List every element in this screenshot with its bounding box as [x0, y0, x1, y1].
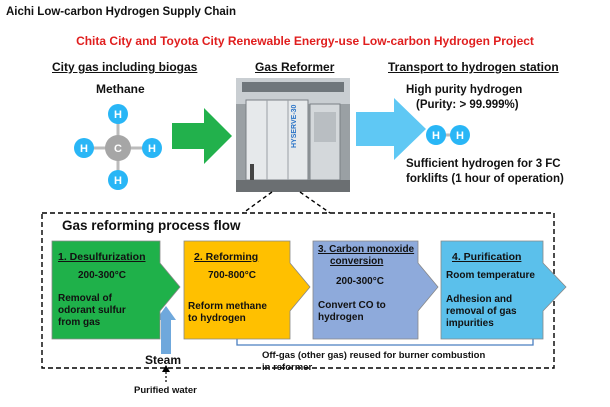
process-title: Gas reforming process flow — [62, 218, 241, 233]
hydrogen-label: H — [114, 109, 122, 121]
hydrogen-label: H — [80, 143, 88, 155]
project-subtitle: Chita City and Toyota City Renewable Ene… — [76, 34, 534, 48]
right-heading: Transport to hydrogen station — [388, 60, 559, 74]
step3-line: Convert CO to — [318, 300, 386, 311]
step2-line: Reform methane — [188, 301, 267, 312]
step3-title: 3. Carbon monoxide — [318, 244, 415, 255]
hydrogen-atom — [108, 170, 128, 190]
step4-line: impurities — [446, 318, 494, 329]
hydrogen-atom — [450, 125, 470, 145]
step1-line: from gas — [58, 317, 101, 328]
hydrogen-atom — [74, 138, 94, 158]
hydrogen-atom — [142, 138, 162, 158]
green-arrow-icon — [172, 108, 232, 164]
sufficient-line1: Sufficient hydrogen for 3 FC — [406, 158, 561, 170]
step1-temp: 200-300°C — [78, 270, 126, 281]
carbon-atom — [105, 135, 131, 161]
step-desulfurization-box — [51, 240, 181, 340]
offgas-label-cont: in reformer — [262, 362, 313, 373]
hydrogen-label: H — [114, 175, 122, 187]
purity-title: High purity hydrogen — [406, 84, 523, 96]
hydrogen-label: H — [432, 130, 440, 142]
blue-arrow-icon — [356, 98, 426, 160]
steam-label: Steam — [145, 353, 182, 367]
hydrogen-atom — [426, 125, 446, 145]
step4-line: Adhesion and — [446, 294, 513, 305]
sufficient-line2: forklifts (1 hour of operation) — [406, 173, 564, 185]
step1-title: 1. Desulfurization — [58, 251, 146, 263]
reformer-sign: HYSERVE-30 — [291, 104, 298, 148]
step1-line: odorant sulfur — [58, 305, 126, 316]
step-purification-box — [440, 240, 567, 340]
purity-value: (Purity: > 99.999%) — [416, 99, 519, 111]
carbon-label: C — [114, 143, 122, 155]
methane-label: Methane — [96, 82, 145, 96]
step4-title: 4. Purification — [452, 251, 522, 263]
step2-line: to hydrogen — [188, 313, 246, 324]
step3-line: hydrogen — [318, 312, 364, 323]
methane-molecule-diagram: C H H H H — [74, 104, 162, 190]
hydrogen-atom — [108, 104, 128, 124]
left-heading: City gas including biogas — [52, 60, 198, 74]
center-heading: Gas Reformer — [255, 60, 335, 74]
step2-title: 2. Reforming — [194, 251, 259, 263]
step2-temp: 700-800°C — [208, 270, 256, 281]
step3-title-cont: conversion — [330, 256, 384, 267]
process-flow-box — [41, 212, 555, 369]
hydrogen-molecule-diagram: H H — [426, 125, 470, 145]
steam-arrow-icon — [156, 306, 176, 354]
step-reforming-box — [183, 240, 311, 340]
step4-temp: Room temperature — [446, 270, 535, 281]
page-title: Aichi Low-carbon Hydrogen Supply Chain — [6, 6, 237, 18]
offgas-label: Off-gas (other gas) reused for burner co… — [262, 350, 486, 361]
step1-line: Removal of — [58, 293, 112, 304]
step3-temp: 200-300°C — [336, 276, 384, 287]
hydrogen-label: H — [148, 143, 156, 155]
hydrogen-label: H — [456, 130, 464, 142]
step-co-conversion-box — [312, 240, 439, 340]
water-arrowhead-icon — [162, 365, 170, 372]
gas-reformer-photo: HYSERVE-30 — [236, 78, 350, 192]
offgas-return-line — [236, 336, 534, 346]
purified-water-label: Purified water — [134, 385, 197, 396]
step4-line: removal of gas — [446, 306, 517, 317]
